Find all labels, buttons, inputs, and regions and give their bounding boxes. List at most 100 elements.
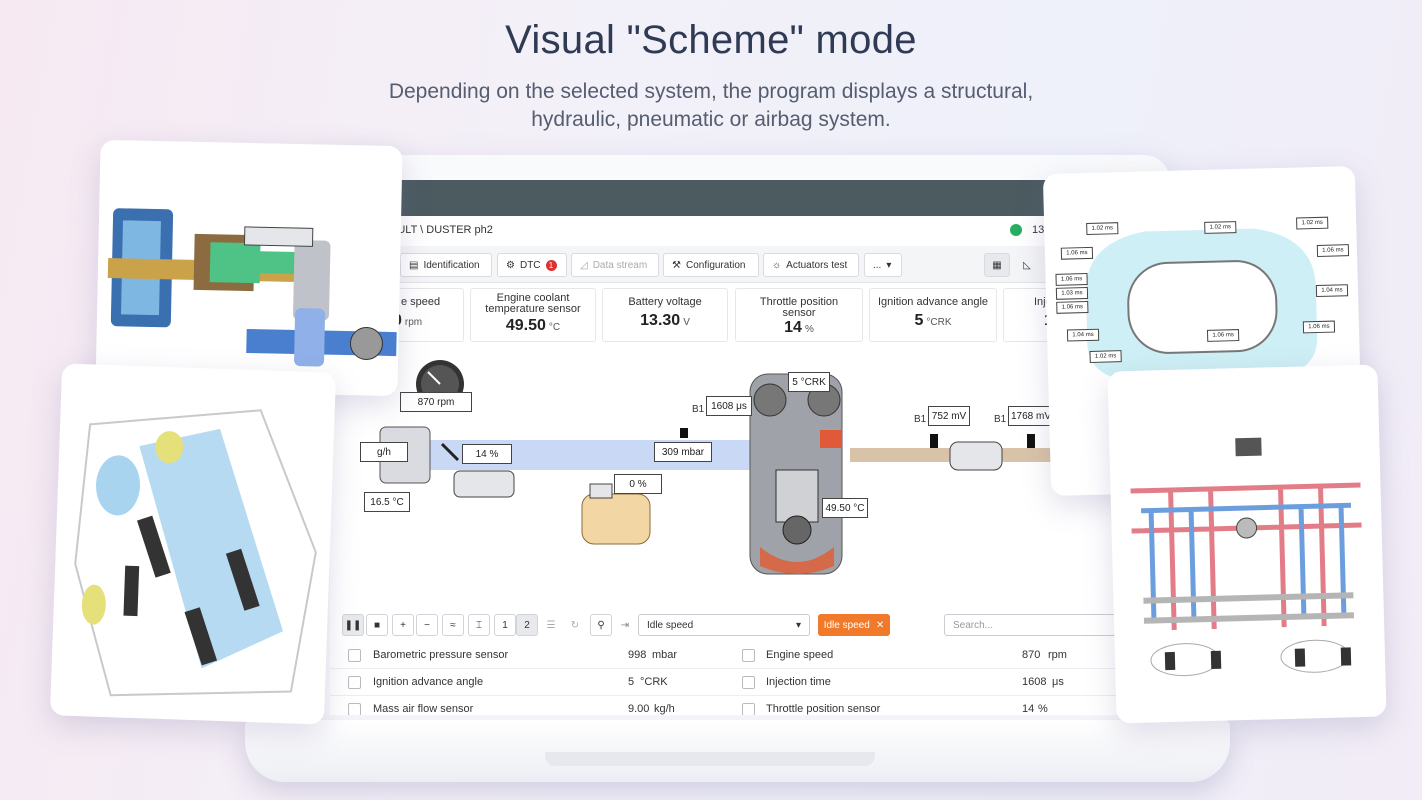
stop-icon: ■: [373, 619, 381, 631]
stop-button[interactable]: ■: [366, 614, 388, 636]
check-icon: [1010, 224, 1022, 236]
sensor-label: 1.06 ms: [1060, 246, 1094, 260]
piston: [775, 469, 819, 523]
page-1-label: 1: [502, 619, 508, 631]
fit-button[interactable]: ⌶: [468, 614, 490, 636]
row-checkbox[interactable]: [348, 649, 361, 662]
param-value-2: 14: [1022, 703, 1035, 715]
hero-subtitle-line1: Depending on the selected system, the pr…: [388, 80, 1034, 103]
param-unit: mbar: [652, 649, 678, 661]
oil-pan: [760, 547, 834, 574]
transmission-diagram: [107, 208, 397, 367]
refresh-button[interactable]: ↻: [564, 614, 586, 636]
search-placeholder: Search...: [953, 619, 994, 631]
filter-button[interactable]: ⚲: [590, 614, 612, 636]
car-top-view: [1127, 260, 1278, 354]
exhaust-manifold-hot: [820, 430, 842, 448]
brake-hydraulic-diagram: [1130, 437, 1362, 677]
export-button[interactable]: ⇥: [614, 614, 636, 636]
wheel-fl: [1164, 651, 1176, 671]
sensor-label: 1.02 ms: [1296, 216, 1329, 230]
row-checkbox[interactable]: [348, 676, 361, 689]
table-row[interactable]: Mass air flow sensor 9.00 kg/h Throttle …: [330, 696, 1140, 715]
mass-air-readout: g/h: [360, 442, 408, 462]
airbag-diagram-card: [49, 363, 337, 725]
param-value: 9.00: [628, 703, 650, 715]
pulley-primary: [293, 240, 331, 321]
dtc-button[interactable]: ⚙ DTC 1: [497, 253, 567, 277]
lambda1-readout: 752 mV: [928, 406, 970, 426]
close-icon[interactable]: ✕: [875, 619, 885, 631]
list-icon: ▤: [409, 259, 419, 271]
engine-scheme: 870 rpm g/h 16.5 °C 14 % 309 mbar 0 % B1…: [330, 352, 1140, 592]
more-button[interactable]: ... ▾: [864, 253, 902, 277]
page-1-button[interactable]: 1: [494, 614, 516, 636]
lambda2-readout: 1768 mV: [1008, 406, 1054, 426]
card-label: Battery voltage: [628, 296, 702, 308]
card-value: 5: [914, 312, 924, 329]
row-checkbox-2[interactable]: [742, 649, 755, 662]
sensor-label: 1.06 ms: [1056, 300, 1089, 314]
car-outline: [74, 409, 317, 697]
wheel-rr: [1340, 647, 1352, 666]
card-coolant-temp[interactable]: Engine coolant temperature sensor 49.50°…: [470, 288, 596, 342]
preset-select[interactable]: Idle speed ▾: [638, 614, 810, 636]
wheel-rl: [1294, 648, 1306, 667]
card-value-row: 5°CRK: [870, 312, 996, 330]
actuators-test-button[interactable]: ☼ Actuators test: [763, 253, 859, 277]
row-checkbox-2[interactable]: [742, 703, 755, 715]
zoom-in-button[interactable]: +: [392, 614, 414, 636]
pause-button[interactable]: ❚❚: [342, 614, 364, 636]
breadcrumb[interactable]: AULT \ DUSTER ph2: [390, 224, 493, 236]
table-row[interactable]: Barometric pressure sensor 998 mbar Engi…: [330, 642, 1140, 669]
list-icon: ☰: [546, 619, 556, 631]
page-2-button[interactable]: 2: [516, 614, 538, 636]
throttle-plate: [440, 442, 460, 462]
card-label: Ignition advance angle: [877, 296, 989, 308]
preset-value: Idle speed: [647, 619, 694, 631]
data-stream-button[interactable]: ◿ Data stream: [571, 253, 659, 277]
minus-icon: −: [424, 619, 430, 631]
seatbelt-1: [137, 515, 171, 578]
row-checkbox[interactable]: [348, 703, 361, 715]
configuration-button[interactable]: ⚒ Configuration: [663, 253, 759, 277]
card-throttle-position[interactable]: Throttle position sensor 14%: [735, 288, 863, 342]
sensor-label: 1.03 ms: [1055, 287, 1089, 300]
param-name-2: Engine speed: [766, 649, 834, 661]
param-name-2: Throttle position sensor: [766, 703, 881, 715]
card-unit: rpm: [404, 317, 423, 328]
chevron-down-icon: ▾: [795, 619, 801, 631]
rear-car-outline: [1280, 639, 1350, 673]
search-input[interactable]: Search...: [944, 614, 1124, 636]
param-unit-2: rpm: [1048, 649, 1067, 661]
card-ignition-advance[interactable]: Ignition advance angle 5°CRK: [869, 288, 997, 342]
card-label: Throttle position sensor: [759, 296, 839, 319]
row-checkbox-2[interactable]: [742, 676, 755, 689]
chevron-down-icon: ▾: [886, 259, 892, 271]
brake-lines-blue: [1141, 502, 1352, 621]
param-name: Mass air flow sensor: [373, 703, 474, 715]
filter-icon: ⚲: [597, 619, 605, 631]
zoom-out-button[interactable]: −: [416, 614, 438, 636]
air-temp-readout: 16.5 °C: [364, 492, 410, 512]
seatbelt-4: [123, 565, 140, 617]
grid-view-button[interactable]: ▦: [984, 253, 1010, 277]
identification-button[interactable]: ▤ Identification: [400, 253, 492, 277]
param-unit: °CRK: [640, 676, 668, 688]
final-gear: [349, 326, 383, 360]
table-row[interactable]: Ignition advance angle 5 °CRK Injection …: [330, 669, 1140, 696]
idle-speed-chip[interactable]: Idle speed ✕: [818, 614, 890, 636]
card-unit: V: [683, 317, 690, 328]
transmission-diagram-card: [95, 139, 403, 397]
airbag-diagram: [74, 409, 317, 697]
reservoir-cap: [589, 483, 613, 499]
wave-button[interactable]: ≈: [442, 614, 464, 636]
chart-icon: ◿: [580, 259, 588, 271]
param-unit-2: %: [1038, 703, 1048, 715]
pressure-readout: 309 mbar: [654, 442, 712, 462]
chart-view-button[interactable]: ◺: [1014, 253, 1040, 277]
list-button[interactable]: ☰: [540, 614, 562, 636]
